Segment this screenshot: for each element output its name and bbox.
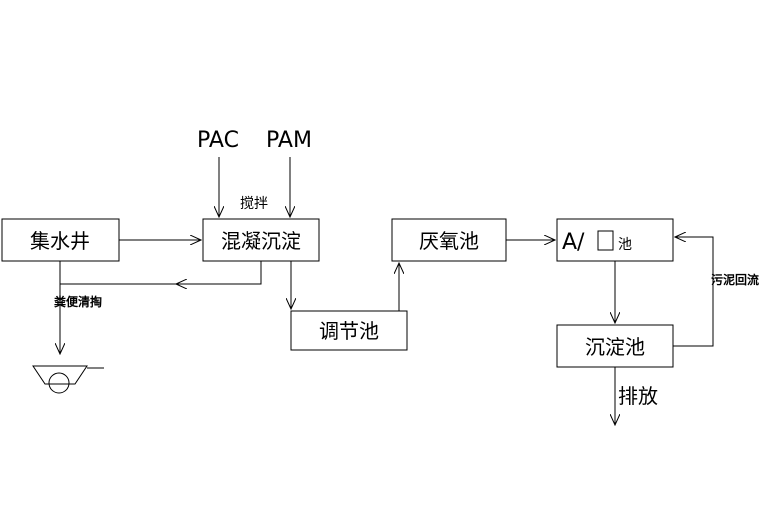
equalization-box: [290, 310, 408, 351]
collection-well-label: 集水井: [30, 229, 90, 253]
node-sedimentation-tank: 沉淀池: [556, 324, 674, 368]
coag-sed-label: 混凝沉淀: [221, 229, 301, 253]
sludge-return-label: 污泥回流: [711, 272, 759, 287]
pam-label: PAM: [266, 128, 312, 153]
node-ao-tank: A/ 池: [556, 218, 674, 262]
ao-tank-label-b: 池: [618, 237, 632, 253]
sedimentation-label: 沉淀池: [585, 335, 645, 359]
stir-label: 搅拌: [240, 196, 268, 212]
node-equalization-tank: 调节池: [290, 310, 408, 351]
discharge-label: 排放: [618, 384, 658, 408]
sludge-return-loop: [673, 237, 714, 347]
node-collection-well: 集水井: [1, 218, 120, 262]
missing-glyph-box: [597, 230, 614, 251]
cart-icon: [32, 365, 104, 394]
node-anaerobic-tank: 厌氧池: [391, 218, 507, 262]
anaerobic-label: 厌氧池: [419, 229, 479, 253]
pac-label: PAC: [197, 128, 239, 153]
node-coagulation-sedimentation: 混凝沉淀: [202, 218, 320, 262]
equalization-label: 调节池: [319, 319, 379, 343]
arrow-coag-return: [176, 261, 262, 284]
ao-tank-label-a: A/: [562, 230, 585, 255]
manure-clear-label: 粪便清掏: [54, 294, 102, 309]
